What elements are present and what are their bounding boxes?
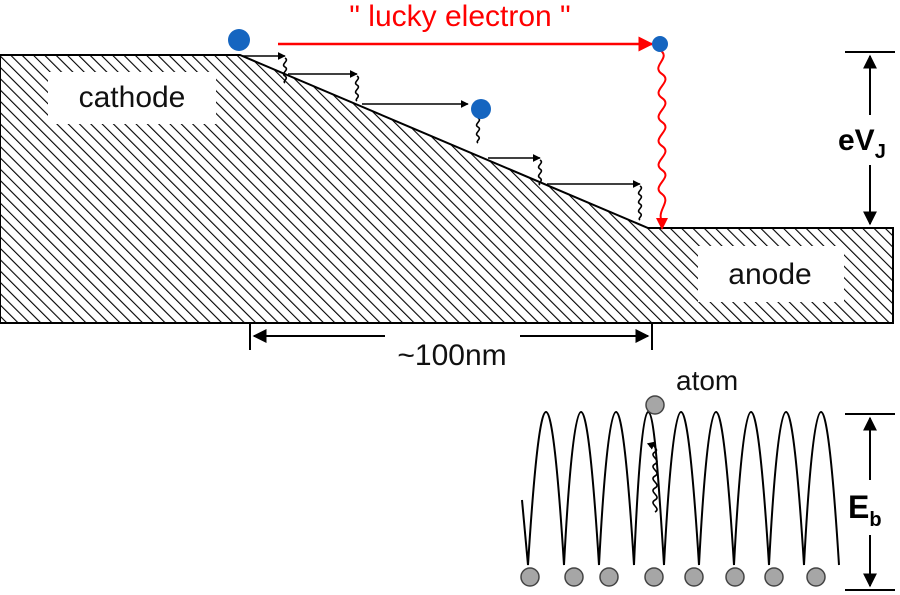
cathode-label-box [48, 72, 216, 124]
atom-excitation-wave [646, 441, 658, 513]
displaced-atom [645, 395, 665, 415]
voltage-label: eVJ [838, 124, 886, 163]
lattice-atoms [520, 567, 826, 587]
lucky-electron-wavy-drop [657, 49, 667, 223]
electron-lucky [652, 36, 668, 52]
distance-label: ~100nm [397, 339, 506, 372]
band-profile [0, 54, 894, 324]
anode-label: anode [728, 258, 811, 291]
lucky-electron-arrowhead [656, 218, 668, 230]
cathode-label: cathode [79, 81, 186, 114]
lattice-potential [521, 410, 840, 566]
electron-mid [471, 99, 491, 119]
atom-label: atom [676, 365, 738, 396]
scattering-steps [243, 52, 643, 221]
electron-start [228, 29, 250, 51]
lucky-electron-label: " lucky electron " [349, 0, 570, 33]
anode-label-box [698, 246, 844, 302]
barrier-label: Eb [848, 489, 882, 531]
